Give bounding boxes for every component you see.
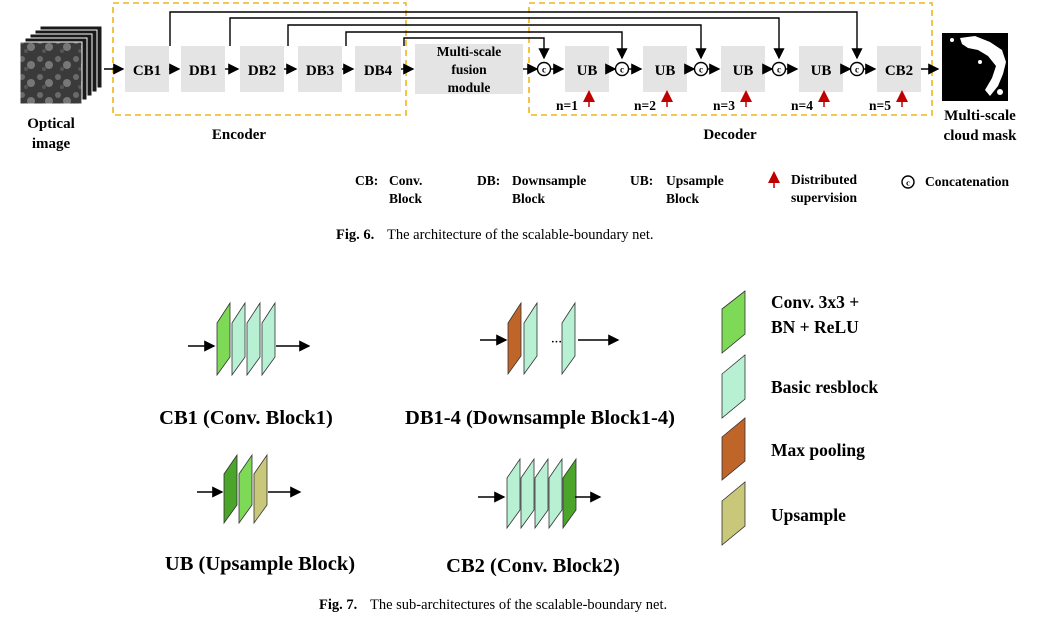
ub2-label: UB — [655, 63, 676, 79]
supervision-n4: n=4 — [791, 98, 813, 113]
input-label-line2: image — [32, 136, 71, 152]
supervision-n2: n=2 — [634, 98, 656, 113]
db3-label: DB3 — [306, 63, 334, 79]
cb1-block — [125, 46, 169, 92]
db1-block — [181, 46, 225, 92]
concat-legend-icon — [901, 175, 915, 189]
legend-pool-swatch — [721, 417, 746, 481]
ub3-label: UB — [733, 63, 754, 79]
db2-label: DB2 — [248, 63, 276, 79]
fusion-label-line3: module — [448, 80, 491, 95]
concat-legend-symbol: c — [906, 178, 910, 188]
legend-ds-line2: supervision — [791, 190, 858, 205]
concat-symbol: c — [699, 65, 703, 75]
concat-icon — [849, 61, 865, 77]
legend-conv-line1: Conv. 3x3 + — [771, 292, 859, 312]
encoder-box — [112, 2, 407, 116]
legend-conv-line2: BN + ReLU — [771, 317, 859, 337]
legend-ub-line1: Upsample — [666, 173, 724, 188]
legend-pool: Max pooling — [771, 440, 865, 460]
db4-label: DB4 — [364, 63, 393, 79]
fusion-module-block — [415, 44, 523, 94]
legend-conv-swatch — [721, 290, 746, 354]
decoder-box — [528, 2, 933, 116]
concat-symbol: c — [542, 65, 546, 75]
db-title: DB1-4 (Downsample Block1-4) — [405, 407, 675, 429]
legend-up-swatch — [721, 481, 746, 546]
optical-image-stack — [19, 25, 103, 105]
skip-connections — [169, 11, 863, 60]
cb2-title: CB2 (Conv. Block2) — [446, 555, 620, 577]
concat-symbol: c — [620, 65, 624, 75]
legend-up: Upsample — [771, 505, 846, 525]
cb2-block — [877, 46, 921, 92]
ub3-block — [721, 46, 765, 92]
legend-res: Basic resblock — [771, 377, 878, 397]
concat-icon — [536, 61, 552, 77]
encoder-label: Encoder — [212, 127, 267, 143]
cb1-title: CB1 (Conv. Block1) — [159, 407, 333, 429]
ub4-label: UB — [811, 63, 832, 79]
fig7-caption-number: Fig. 7. — [319, 597, 357, 613]
ub-sub-diagram — [197, 453, 302, 525]
concat-icon — [614, 61, 630, 77]
legend-ub-line2: Block — [666, 191, 699, 206]
ub-title: UB (Upsample Block) — [165, 553, 355, 575]
legend-cb-key: CB: — [355, 173, 378, 188]
supervision-n3: n=3 — [713, 98, 735, 113]
db4-block — [355, 46, 401, 92]
legend-ds-line1: Distributed — [791, 172, 857, 187]
decoder-label: Decoder — [703, 127, 757, 143]
ub1-block — [565, 46, 609, 92]
concat-icon — [693, 61, 709, 77]
supervision-n5: n=5 — [869, 98, 891, 113]
supervision-n1: n=1 — [556, 98, 578, 113]
svg-text:···: ··· — [551, 336, 562, 348]
concat-circles: c c c c c — [536, 61, 865, 77]
output-label-line1: Multi-scale — [944, 108, 1016, 124]
db1-label: DB1 — [189, 63, 217, 79]
supervision-arrows — [583, 90, 908, 107]
input-label-line1: Optical — [27, 116, 75, 132]
db2-block — [240, 46, 284, 92]
legend-db-key: DB: — [477, 173, 500, 188]
cb1-label: CB1 — [133, 63, 161, 79]
concat-symbol: c — [855, 65, 859, 75]
cb2-sub-diagram — [478, 457, 602, 530]
cb2-label: CB2 — [885, 63, 913, 79]
fig6-caption-number: Fig. 6. — [336, 227, 374, 243]
output-label-line2: cloud mask — [944, 128, 1018, 144]
ub2-block — [643, 46, 687, 92]
legend-db-line2: Block — [512, 191, 545, 206]
db-sub-diagram: ··· — [480, 301, 620, 376]
concat-symbol: c — [777, 65, 781, 75]
legend-db-line1: Downsample — [512, 173, 586, 188]
ub1-label: UB — [577, 63, 598, 79]
concat-icon — [771, 61, 787, 77]
legend-res-swatch — [721, 354, 746, 419]
legend-ub-key: UB: — [630, 173, 653, 188]
cb1-sub-diagram — [188, 301, 311, 377]
ub4-block — [799, 46, 843, 92]
fusion-label-line2: fusion — [451, 62, 487, 77]
legend-cb-line2: Block — [389, 191, 422, 206]
db3-block — [298, 46, 342, 92]
fusion-label-line1: Multi-scale — [437, 44, 501, 59]
legend-cb-line1: Conv. — [389, 173, 422, 188]
fig7-caption-text: The sub-architectures of the scalable-bo… — [370, 597, 667, 613]
cloud-mask-image — [942, 33, 1008, 101]
fig7-legend — [721, 290, 746, 546]
legend-concat: Concatenation — [925, 174, 1009, 189]
fig6-caption-text: The architecture of the scalable-boundar… — [387, 227, 654, 243]
